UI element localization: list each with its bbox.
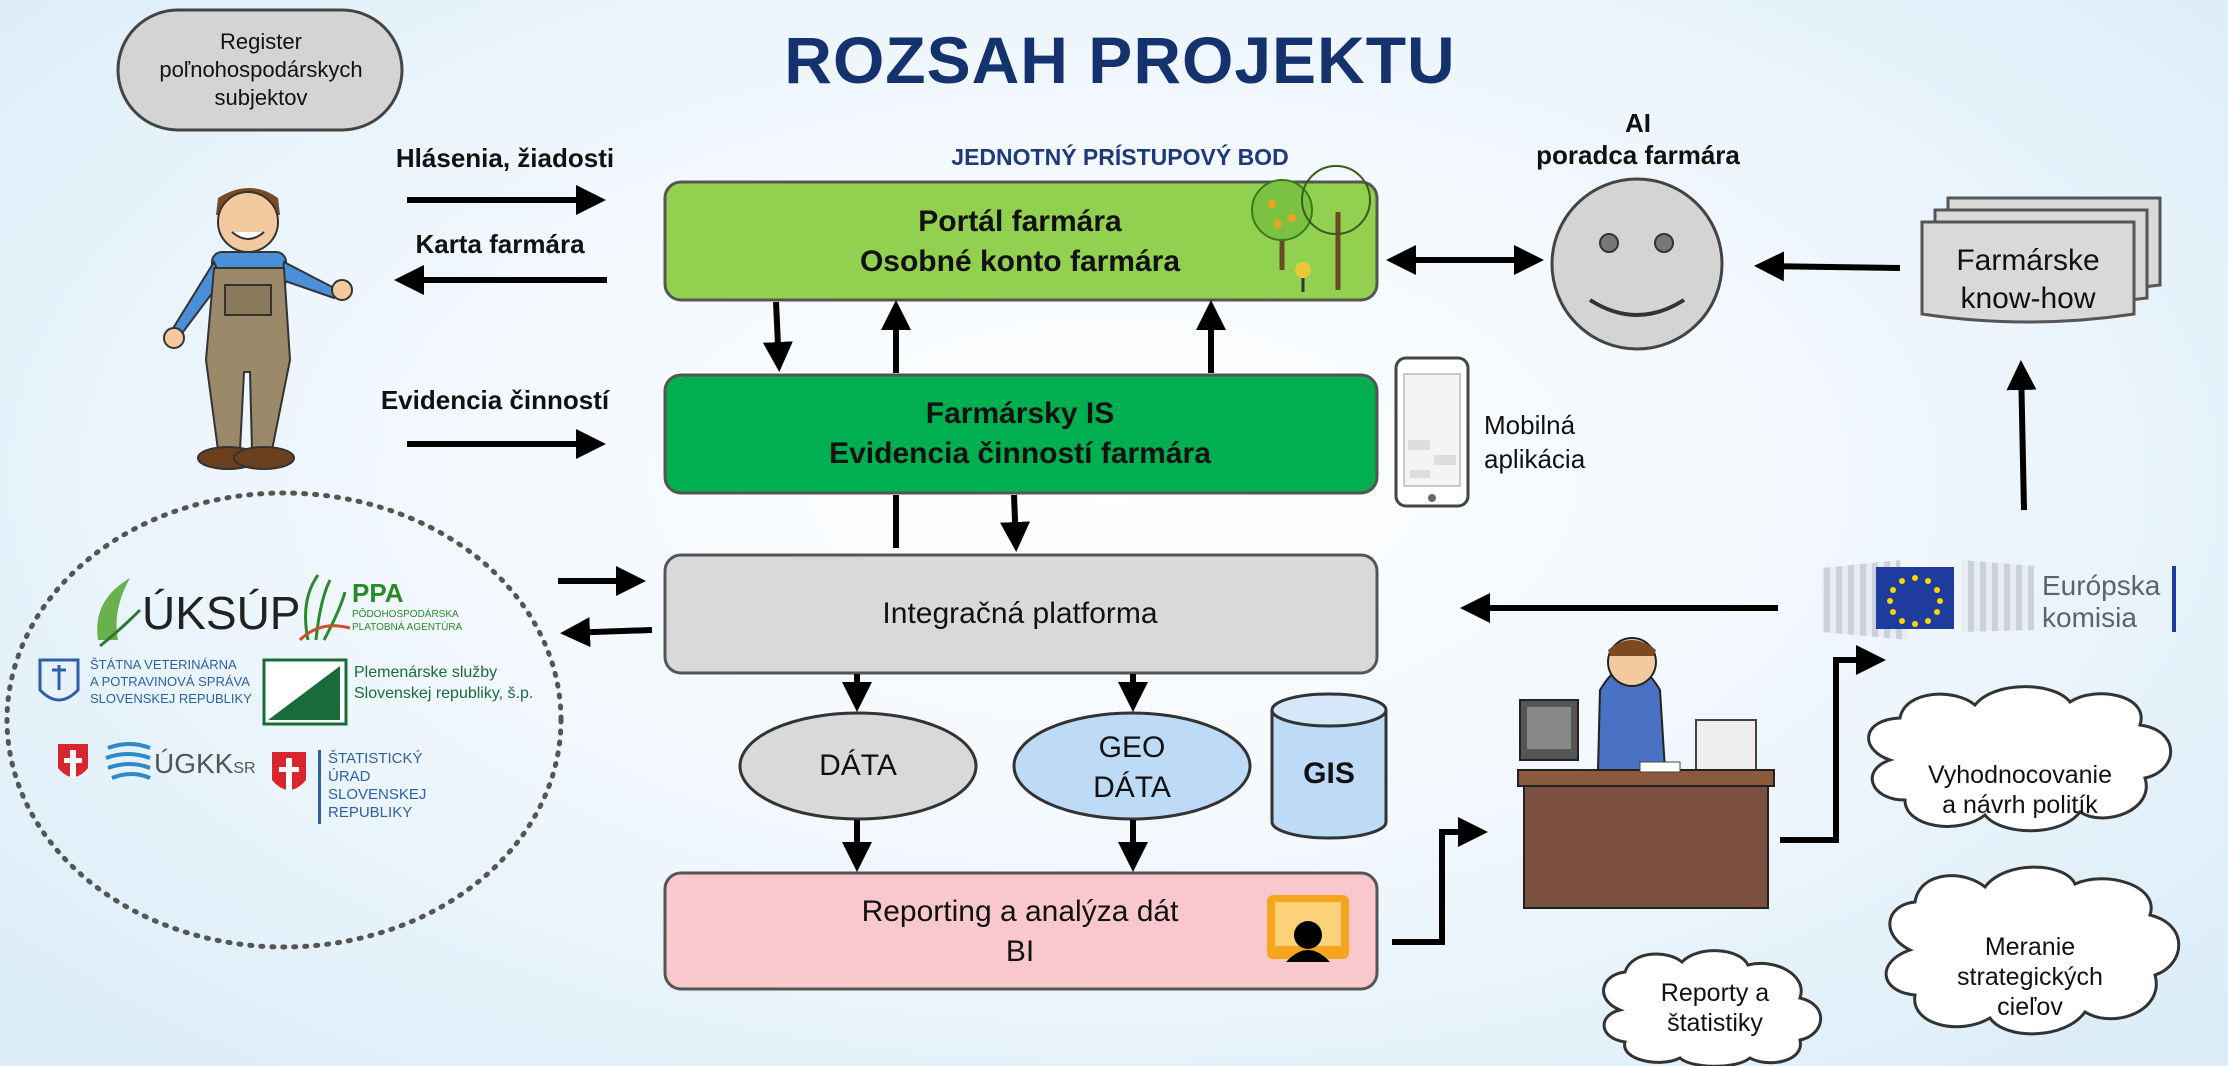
reporting-box xyxy=(663,871,1379,991)
mobile-phone-icon xyxy=(1394,356,1470,508)
uksup-leaf-icon xyxy=(97,578,142,648)
policy-cloud xyxy=(1867,685,2173,833)
gis-cylinder-icon xyxy=(1270,692,1388,840)
ai-smiley-icon xyxy=(1550,177,1724,351)
pssr-logo-icon xyxy=(262,658,348,726)
orchard-icon xyxy=(1251,165,1371,292)
gis-label: GIS xyxy=(1303,757,1355,790)
data-ellipse xyxy=(738,711,978,821)
reporting-label: Reporting a analýza dát BI xyxy=(861,895,1179,968)
integration-box xyxy=(663,553,1379,675)
reports-cloud-label: Reporty a štatistiky xyxy=(1660,979,1770,1037)
farmer-figure xyxy=(163,188,353,470)
policy-cloud-label: Vyhodnocovanie a návrh politík xyxy=(1928,761,2112,819)
ugkk-logo-icon xyxy=(105,742,151,780)
ai-advisor-label: AI poradca farmára xyxy=(1536,108,1740,170)
svps-logo: ŠTÁTNA VETERINÁRNA A POTRAVINOVÁ SPRÁVA … xyxy=(90,657,252,706)
eu-commission-label: Európska komisia xyxy=(2042,570,2161,633)
farmer-card-label: Karta farmára xyxy=(415,228,585,259)
goals-cloud xyxy=(1884,865,2181,1036)
farmarsky-is-box xyxy=(663,373,1379,495)
reports-cloud xyxy=(1602,949,1823,1066)
ppa-logo-subtitle: PÔDOHOSPODÁRSKA PLATOBNÁ AGENTÚRA xyxy=(352,609,463,633)
ppa-wheat-icon xyxy=(298,574,351,642)
flow-arrows xyxy=(394,185,2037,945)
data-label: DÁTA xyxy=(819,749,897,782)
portal-box xyxy=(663,180,1379,302)
susr-logo: ŠTATISTICKÝ ÚRAD SLOVENSKEJ REPUBLIKY xyxy=(328,750,427,821)
uksup-logo: ÚKSÚP xyxy=(142,587,301,639)
bi-analyst-icon xyxy=(1267,895,1349,962)
partner-institutions-group xyxy=(4,490,564,950)
susr-coat-of-arms-icon xyxy=(272,750,321,824)
geo-data-label: GEO DÁTA xyxy=(1093,731,1171,804)
knowhow-label: Farmárske know-how xyxy=(1956,244,2100,315)
goals-cloud-label: Meranie strategických cieľov xyxy=(1957,933,2103,1021)
knowhow-document-stack xyxy=(1920,196,2162,324)
diagram-title: ROZSAH PROJEKTU xyxy=(784,23,1456,97)
farmarsky-is-label: Farmársky IS Evidencia činností farmára xyxy=(829,397,1211,470)
reports-requests-label: Hlásenia, žiadosti xyxy=(395,142,615,173)
access-point-label: JEDNOTNÝ PRÍSTUPOVÝ BOD xyxy=(951,143,1289,170)
register-label: Register poľnohospodárskych subjektov xyxy=(159,29,363,110)
eu-commission-logo xyxy=(1822,560,2176,640)
ugkk-logo: ÚGKKSR xyxy=(154,748,256,779)
slovak-coat-of-arms-icon xyxy=(58,744,88,778)
office-worker-figure xyxy=(1517,637,1775,909)
integration-platform-label: Integračná platforma xyxy=(882,597,1158,630)
activity-records-label: Evidencia činností xyxy=(380,384,610,415)
geo-data-ellipse xyxy=(1012,711,1252,821)
mobile-app-label: Mobilná aplikácia xyxy=(1484,410,1586,474)
register-box xyxy=(116,8,404,132)
pssr-logo: Plemenárske služby Slovenskej republiky,… xyxy=(354,664,534,702)
portal-label: Portál farmára Osobné konto farmára xyxy=(859,205,1181,278)
ppa-logo: PPA xyxy=(352,578,404,608)
svps-shield-icon xyxy=(38,658,80,702)
